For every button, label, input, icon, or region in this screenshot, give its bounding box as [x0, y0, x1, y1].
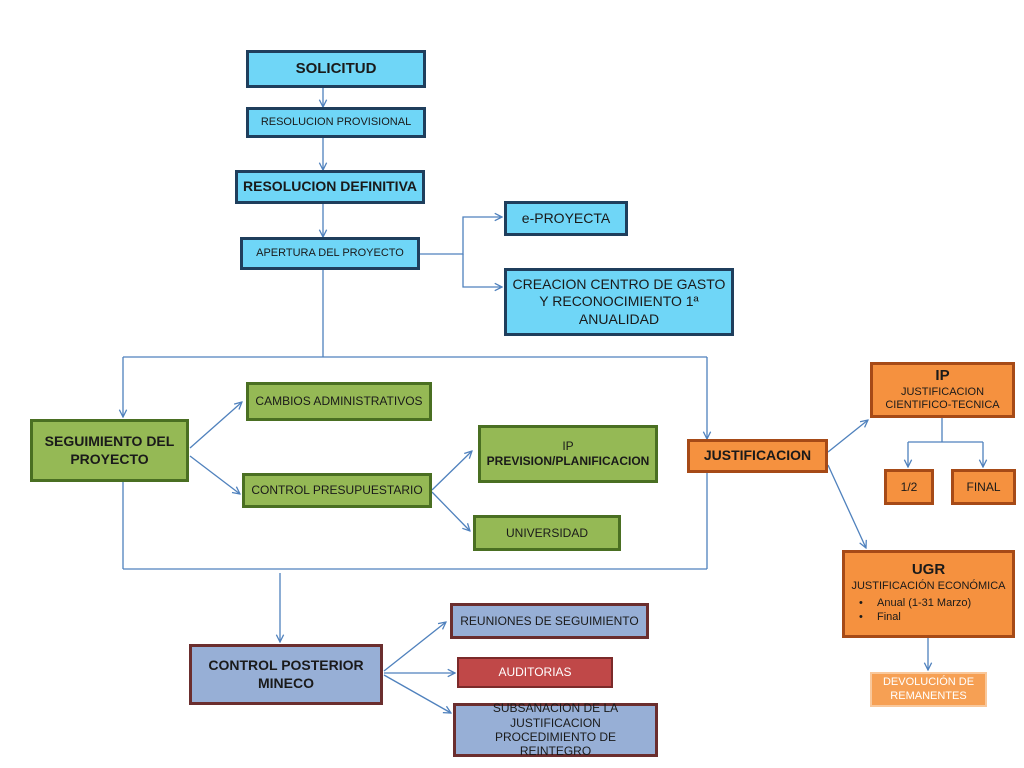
ugr-bullet-anual: Anual (1-31 Marzo): [859, 597, 971, 611]
node-reuniones-seguimiento: REUNIONES DE SEGUIMIENTO: [450, 603, 649, 639]
ip-prevision-line1: IP: [562, 439, 574, 453]
arrow-seguimiento-to-cambios: [189, 402, 242, 449]
ugr-title: UGR: [911, 561, 946, 578]
node-seguimiento-proyecto: SEGUIMIENTO DEL PROYECTO: [30, 419, 189, 482]
ugr-bullet-final: Final: [859, 611, 971, 625]
node-apertura-proyecto: APERTURA DEL PROYECTO: [240, 237, 420, 270]
node-resolucion-definitiva: RESOLUCION DEFINITIVA: [235, 170, 425, 204]
node-half: 1/2: [884, 469, 934, 505]
ip-justificacion-title: IP: [935, 366, 950, 384]
arrow-cp-to-ip-prevision: [431, 451, 472, 491]
arrow-cpm-to-subsanacion: [383, 674, 451, 713]
arrow-justificacion-to-ip: [827, 420, 868, 453]
node-cambios-administrativos: CAMBIOS ADMINISTRATIVOS: [246, 382, 432, 421]
node-solicitud: SOLICITUD: [246, 50, 426, 88]
node-devolucion-remanentes: DEVOLUCIÓN DE REMANENTES: [870, 672, 987, 707]
node-resolucion-provisional: RESOLUCION PROVISIONAL: [246, 107, 426, 138]
node-auditorias: AUDITORIAS: [457, 657, 613, 688]
ugr-subtitle: JUSTIFICACIÓN ECONÓMICA: [851, 579, 1006, 592]
node-ip-justificacion: IP JUSTIFICACION CIENTIFICO-TECNICA: [870, 362, 1015, 418]
ip-justificacion-subtitle: JUSTIFICACION CIENTIFICO-TECNICA: [885, 385, 1000, 412]
arrow-cpm-to-reuniones: [383, 622, 446, 672]
node-final: FINAL: [951, 469, 1016, 505]
node-ip-prevision: IP PREVISION/PLANIFICACION: [478, 425, 658, 483]
ip-prevision-line2: PREVISION/PLANIFICACION: [486, 454, 650, 468]
node-e-proyecta: e-PROYECTA: [504, 201, 628, 236]
arrow-cp-to-universidad: [431, 491, 470, 531]
arrow-apertura-to-creacion: [462, 254, 502, 287]
node-universidad: UNIVERSIDAD: [473, 515, 621, 551]
ugr-bullets: Anual (1-31 Marzo) Final: [849, 596, 971, 627]
arrow-justificacion-to-ugr: [827, 464, 866, 548]
node-ugr: UGR JUSTIFICACIÓN ECONÓMICA Anual (1-31 …: [842, 550, 1015, 638]
node-subsanacion-justificacion: SUBSANACION DE LA JUSTIFICACION PROCEDIM…: [453, 701, 658, 758]
arrow-seguimiento-to-control-presupuestario: [189, 455, 240, 494]
node-justificacion: JUSTIFICACION: [687, 439, 828, 473]
node-creacion-centro-gasto: CREACION CENTRO DE GASTO Y RECONOCIMIENT…: [504, 268, 734, 336]
arrow-apertura-to-eproyecta: [420, 217, 502, 255]
node-control-posterior-mineco: CONTROL POSTERIOR MINECO: [189, 644, 383, 705]
node-control-presupuestario: CONTROL PRESUPUESTARIO: [242, 473, 432, 508]
